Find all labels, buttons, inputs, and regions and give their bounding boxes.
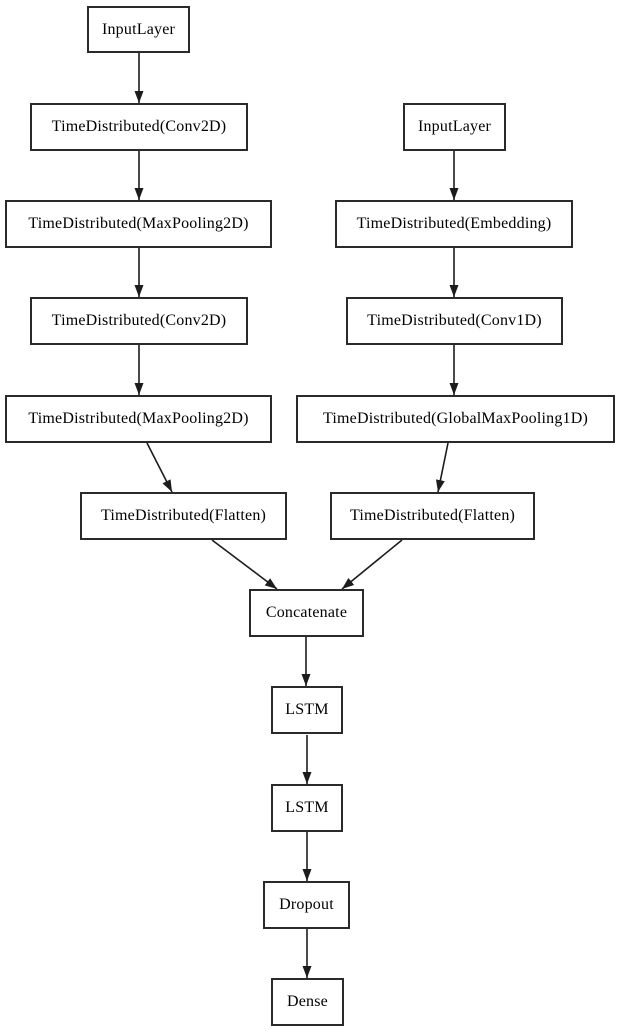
node-dense: Dense bbox=[271, 978, 344, 1026]
node-td-maxpooling2d-1: TimeDistributed(MaxPooling2D) bbox=[5, 200, 272, 248]
edge-maxpool-2-to-flatten-left bbox=[146, 442, 173, 493]
node-td-flatten-left: TimeDistributed(Flatten) bbox=[80, 492, 287, 540]
node-td-embedding: TimeDistributed(Embedding) bbox=[335, 200, 573, 248]
node-input-layer-left: InputLayer bbox=[87, 6, 190, 53]
edge-globalmaxpool-to-flatten-right bbox=[435, 442, 449, 493]
node-lstm-2: LSTM bbox=[271, 784, 343, 832]
node-lstm-1: LSTM bbox=[271, 686, 343, 734]
node-td-conv2d-2: TimeDistributed(Conv2D) bbox=[30, 297, 248, 345]
node-td-flatten-right: TimeDistributed(Flatten) bbox=[330, 492, 535, 540]
node-concatenate: Concatenate bbox=[249, 589, 364, 637]
node-td-conv2d-1: TimeDistributed(Conv2D) bbox=[30, 103, 248, 151]
edge-flatten-left-to-concatenate bbox=[211, 539, 278, 590]
node-td-globalmaxpooling1d: TimeDistributed(GlobalMaxPooling1D) bbox=[296, 395, 615, 443]
node-input-layer-right: InputLayer bbox=[403, 103, 506, 151]
node-td-conv1d: TimeDistributed(Conv1D) bbox=[346, 297, 563, 345]
edge-flatten-right-to-concatenate bbox=[341, 539, 403, 590]
node-dropout: Dropout bbox=[263, 881, 350, 929]
node-td-maxpooling2d-2: TimeDistributed(MaxPooling2D) bbox=[5, 395, 272, 443]
